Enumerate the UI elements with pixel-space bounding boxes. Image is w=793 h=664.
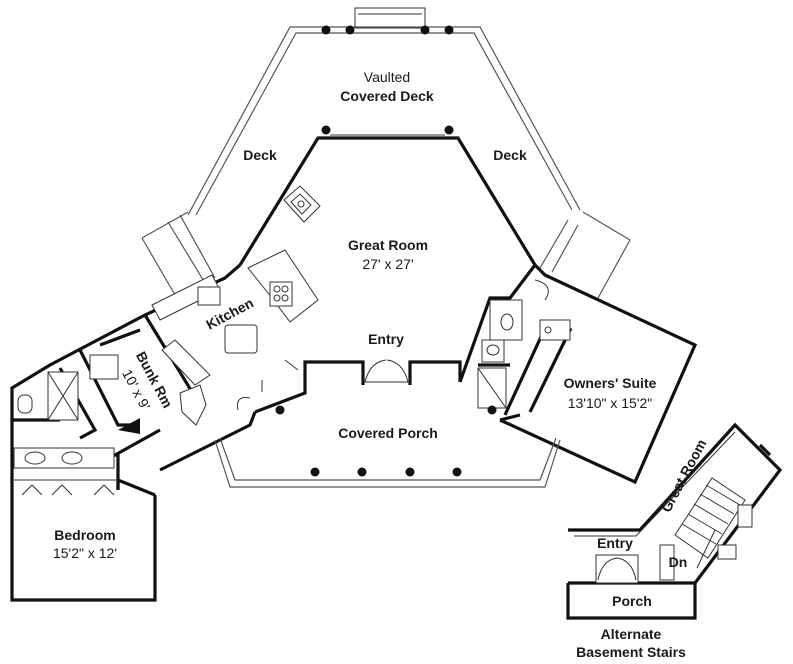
bedroom-dimension: 15'2" x 12' bbox=[53, 545, 117, 561]
bedroom-label: Bedroom bbox=[54, 527, 115, 543]
alt-dn-label: Dn bbox=[669, 554, 688, 570]
vaulted-label: Vaulted bbox=[364, 69, 410, 85]
alt-caption-line-2: Basement Stairs bbox=[576, 644, 686, 660]
deck-posts bbox=[321, 25, 454, 135]
great-room-dimension: 27' x 27' bbox=[362, 256, 413, 272]
deck-outline bbox=[141, 7, 631, 299]
deck-right-label: Deck bbox=[493, 147, 527, 163]
bath-fixtures-left bbox=[13, 354, 119, 496]
alt-entry-label: Entry bbox=[597, 535, 633, 551]
porch-posts bbox=[275, 405, 497, 477]
owners-suite-label: Owners' Suite bbox=[564, 375, 657, 391]
stair-icon bbox=[674, 477, 746, 569]
entry-walls bbox=[303, 359, 462, 385]
alt-porch-label: Porch bbox=[612, 593, 652, 609]
owners-suite-dimension: 13'10" x 15'2" bbox=[568, 395, 653, 411]
covered-porch-label: Covered Porch bbox=[338, 425, 438, 441]
stair-marker-icon bbox=[118, 418, 140, 434]
kitchen-fixtures bbox=[151, 249, 319, 426]
alt-basement-plan bbox=[566, 422, 783, 620]
fireplace-icon bbox=[283, 185, 321, 223]
alt-caption-line-1: Alternate bbox=[601, 626, 662, 642]
entry-label: Entry bbox=[368, 331, 404, 347]
covered-deck-label: Covered Deck bbox=[340, 88, 434, 104]
door-swing-left-entry bbox=[237, 359, 299, 411]
door-swing-owners bbox=[534, 279, 549, 301]
owners-bath-fixtures bbox=[477, 299, 571, 409]
porch-outline bbox=[214, 437, 561, 488]
deck-left-label: Deck bbox=[243, 147, 277, 163]
great-room-label: Great Room bbox=[348, 237, 428, 253]
great-room-walls bbox=[238, 134, 537, 266]
